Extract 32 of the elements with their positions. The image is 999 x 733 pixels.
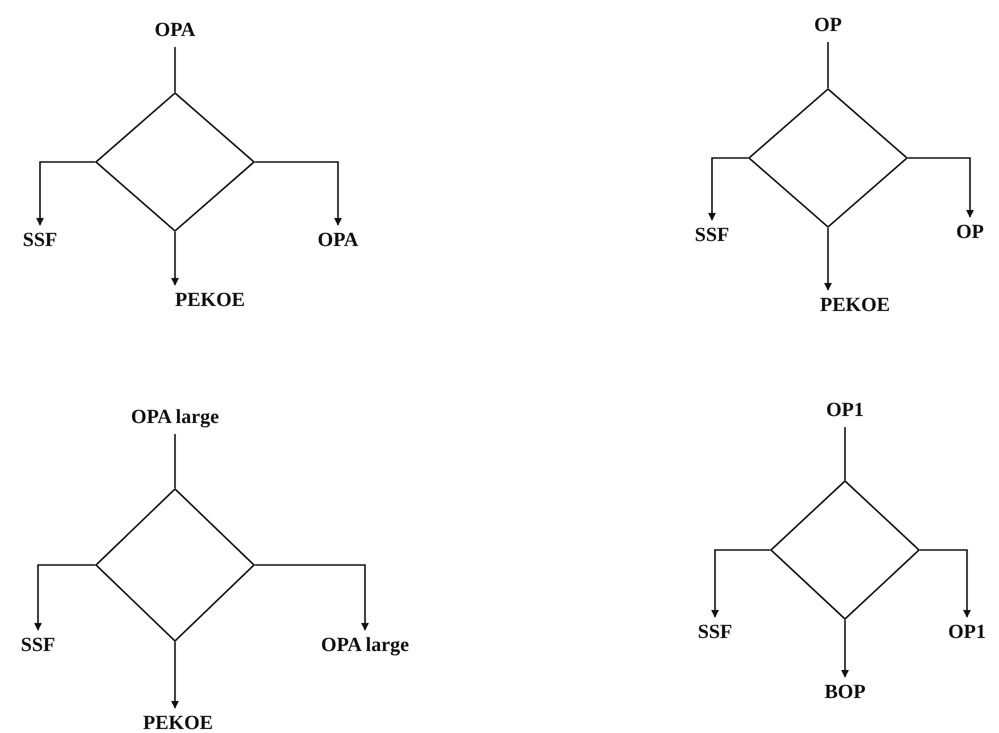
connector-line — [174, 47, 176, 92]
arrow — [920, 549, 971, 618]
connector-line — [174, 434, 176, 488]
grade-label: PEKOE — [175, 289, 245, 311]
grade-label: PEKOE — [143, 712, 213, 733]
grade-label: OPA — [318, 229, 358, 251]
arrow — [34, 564, 95, 631]
grade-label: SSF — [20, 634, 56, 656]
grade-label: OP1 — [826, 399, 864, 421]
arrow — [824, 228, 832, 291]
grade-label: OPA large — [131, 406, 219, 428]
grade-label: OPA large — [321, 634, 409, 656]
grade-label: BOP — [824, 681, 866, 703]
grade-label: SSF — [698, 621, 732, 643]
grade-label: OPA — [154, 19, 196, 41]
grade-label: OP1 — [948, 621, 986, 643]
grade-label: SSF — [22, 229, 58, 251]
arrow — [708, 157, 748, 221]
arrow — [171, 232, 179, 286]
arrow — [841, 620, 849, 678]
connector-line — [827, 42, 829, 88]
grade-label: OP — [956, 221, 984, 243]
arrow — [255, 564, 369, 631]
arrow — [36, 161, 95, 226]
arrow — [711, 549, 770, 618]
grade-label: PEKOE — [820, 294, 890, 316]
grade-label: SSF — [694, 224, 730, 246]
connector-line — [844, 427, 846, 480]
arrow — [908, 157, 974, 218]
arrow — [255, 161, 342, 226]
arrow — [171, 642, 179, 709]
grade-label: OP — [814, 14, 842, 36]
